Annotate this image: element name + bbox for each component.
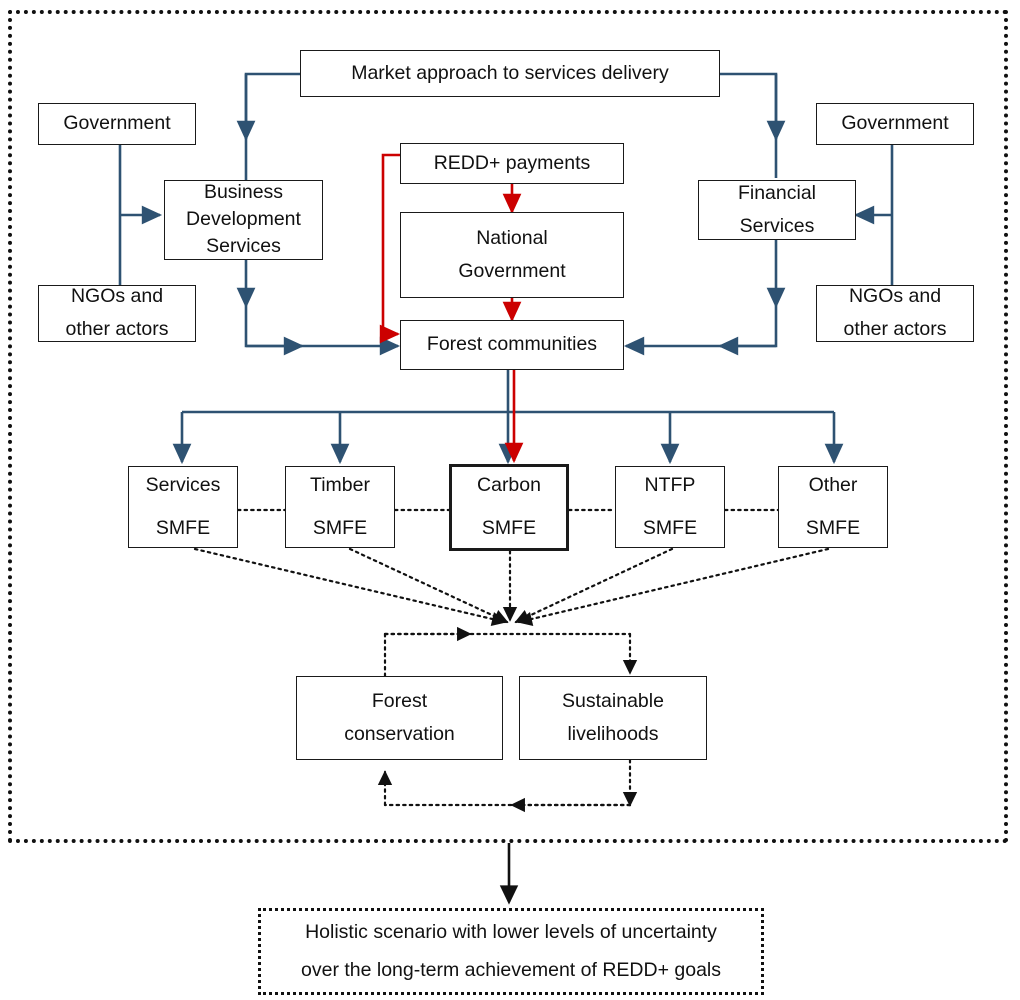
node-financial-services[interactable]: Financial Services xyxy=(698,180,856,240)
node-forest-conservation-line1: Forest xyxy=(371,689,428,712)
node-government-left[interactable]: Government xyxy=(38,103,196,145)
node-smfe-carbon[interactable]: Carbon SMFE xyxy=(449,464,569,551)
node-outcome-line1: Holistic scenario with lower levels of u… xyxy=(305,921,717,944)
node-bds-line1: Business xyxy=(203,181,284,204)
edge-timber-to-funnel xyxy=(348,547,509,624)
node-ngos-left-line1: NGOs and xyxy=(70,285,164,308)
node-forest-conservation[interactable]: Forest conservation xyxy=(296,676,503,760)
node-smfe-timber-line1: Timber xyxy=(310,473,370,496)
node-bds-line2: Development xyxy=(186,208,301,231)
node-government-right-label: Government xyxy=(841,112,949,135)
node-financial-services-line1: Financial xyxy=(737,181,817,204)
node-ngos-left-line2: other actors xyxy=(65,318,169,340)
node-smfe-timber[interactable]: Timber SMFE xyxy=(285,466,395,548)
node-sustainable-livelihoods-line1: Sustainable xyxy=(562,689,664,712)
edge-services-to-funnel xyxy=(193,547,507,626)
node-smfe-carbon-line1: Carbon xyxy=(477,474,541,497)
node-smfe-other-line1: Other xyxy=(808,473,858,496)
node-smfe-services-line2: SMFE xyxy=(155,516,211,539)
node-forest-conservation-line2: conservation xyxy=(344,722,455,745)
node-redd-payments[interactable]: REDD+ payments xyxy=(400,143,624,184)
node-government-right[interactable]: Government xyxy=(816,103,974,145)
node-bds-line3: Services xyxy=(206,234,281,257)
node-ngos-right[interactable]: NGOs and other actors xyxy=(816,285,974,342)
node-market-approach-label: Market approach to services delivery xyxy=(351,61,669,84)
edge-redd-to-forest xyxy=(379,153,401,344)
node-ngos-right-line1: NGOs and xyxy=(848,285,942,308)
node-smfe-services-line1: Services xyxy=(145,473,221,496)
node-smfe-ntfp-line2: SMFE xyxy=(642,516,698,539)
node-smfe-ntfp[interactable]: NTFP SMFE xyxy=(615,466,725,548)
node-smfe-other[interactable]: Other SMFE xyxy=(778,466,888,548)
node-government-left-label: Government xyxy=(63,112,171,135)
node-ngos-left[interactable]: NGOs and other actors xyxy=(38,285,196,342)
node-smfe-timber-line2: SMFE xyxy=(312,516,368,539)
node-market-approach[interactable]: Market approach to services delivery xyxy=(300,50,720,97)
node-business-development-services[interactable]: Business Development Services xyxy=(164,180,323,260)
edge-ntfp-to-funnel xyxy=(514,547,674,624)
node-financial-services-line2: Services xyxy=(739,214,815,237)
node-national-government-line1: National xyxy=(476,226,548,249)
node-smfe-services[interactable]: Services SMFE xyxy=(128,466,238,548)
node-outcome-line2: over the long-term achievement of REDD+ … xyxy=(301,958,721,981)
edge-other-to-funnel xyxy=(517,547,830,626)
node-smfe-other-line2: SMFE xyxy=(805,516,861,539)
node-national-government-line2: Government xyxy=(458,259,566,282)
node-smfe-ntfp-line1: NTFP xyxy=(644,473,696,496)
node-sustainable-livelihoods[interactable]: Sustainable livelihoods xyxy=(519,676,707,760)
node-redd-payments-label: REDD+ payments xyxy=(433,151,591,174)
node-outcome-holistic-scenario[interactable]: Holistic scenario with lower levels of u… xyxy=(258,908,764,995)
scenario-boundary-dotted-frame xyxy=(8,10,1008,843)
node-national-government[interactable]: National Government xyxy=(400,212,624,298)
node-forest-communities[interactable]: Forest communities xyxy=(400,320,624,370)
node-forest-communities-label: Forest communities xyxy=(426,333,598,356)
node-ngos-right-line2: other actors xyxy=(843,318,947,340)
node-sustainable-livelihoods-line2: livelihoods xyxy=(567,722,659,745)
node-smfe-carbon-line2: SMFE xyxy=(481,517,537,539)
